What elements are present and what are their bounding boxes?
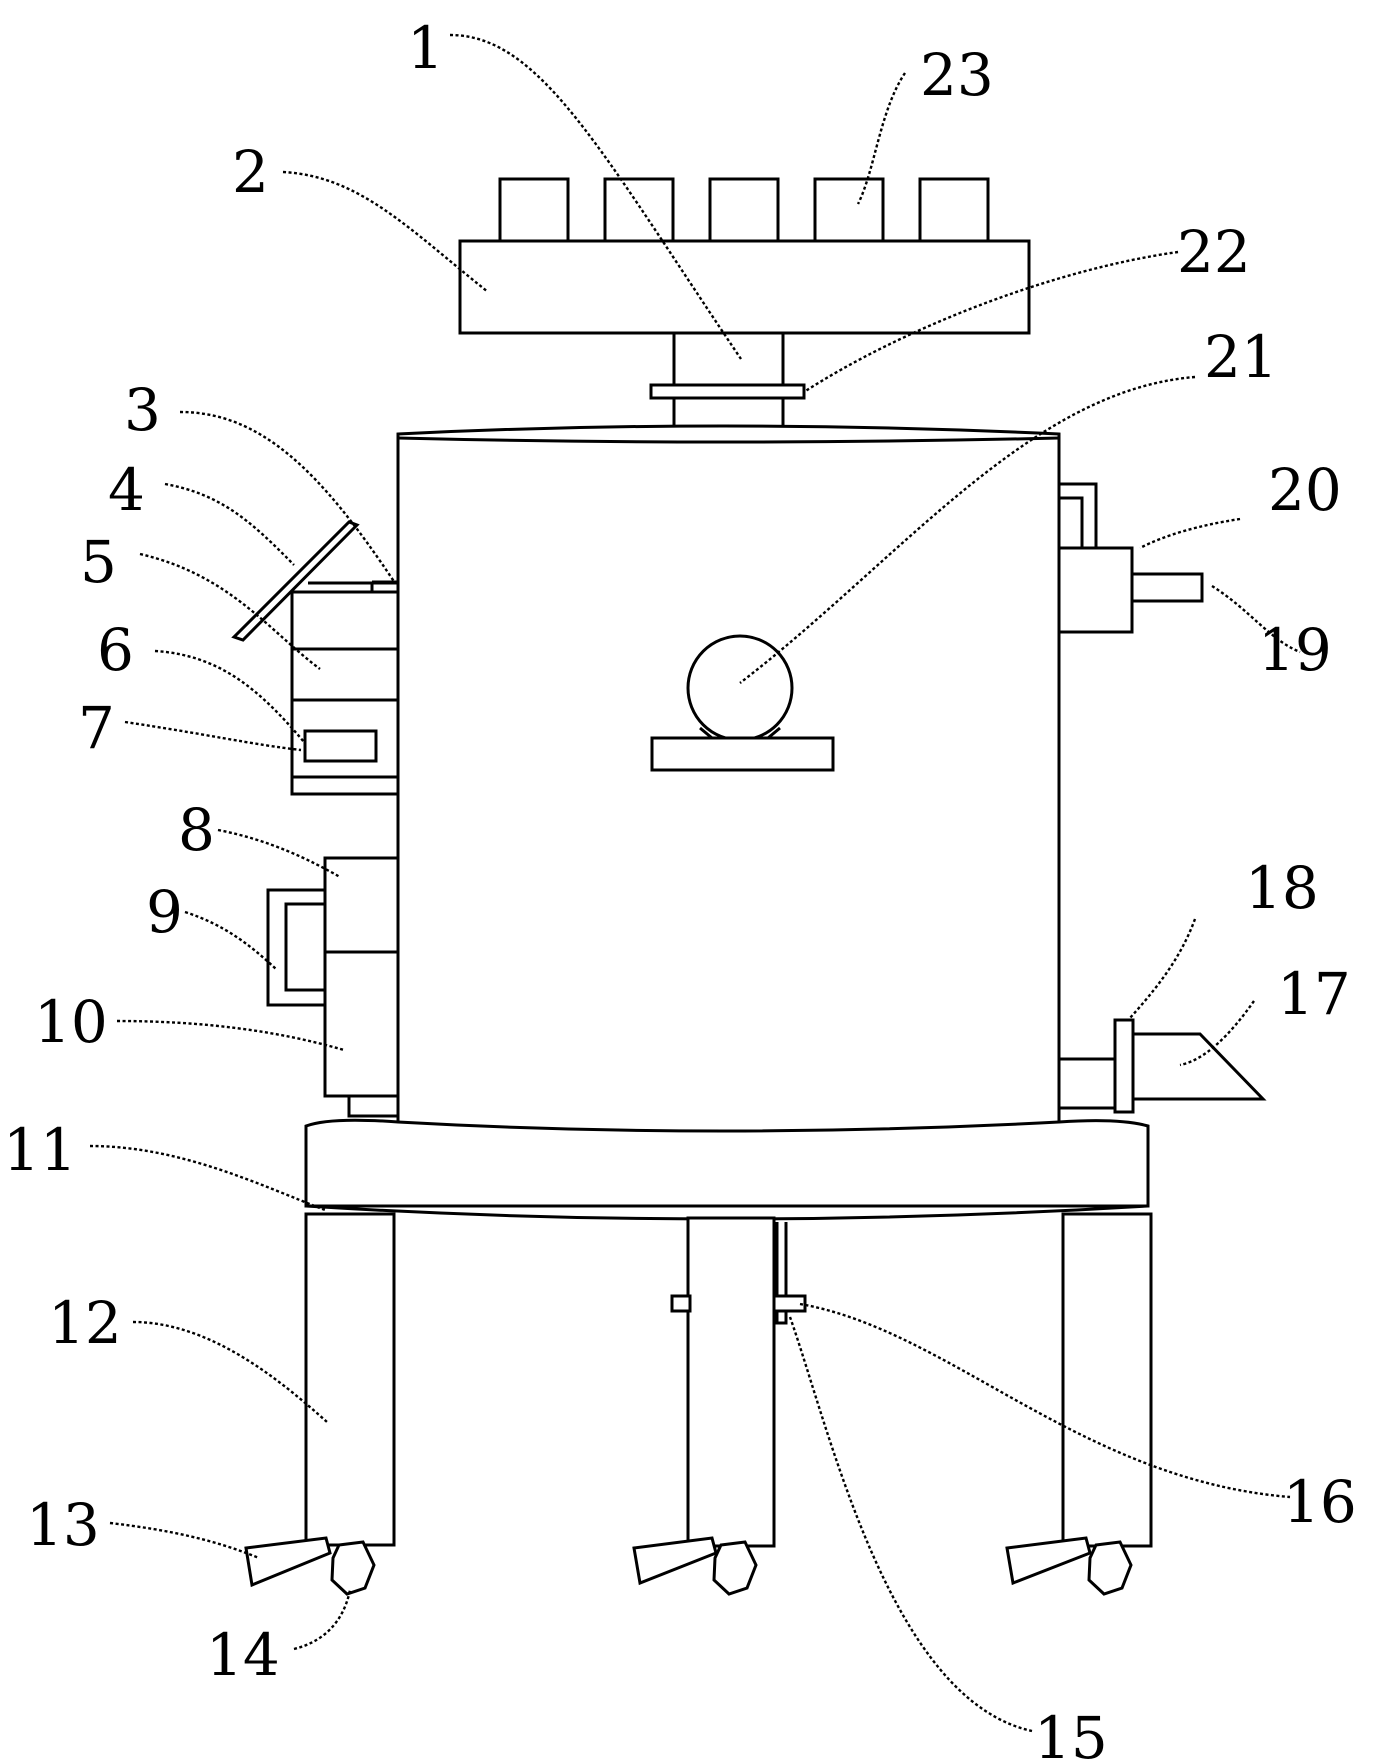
pump-unit <box>1057 482 1204 634</box>
drain-tube <box>670 1222 807 1325</box>
caster-brake <box>632 1536 718 1586</box>
leader-lines <box>89 33 1301 1733</box>
motor-blocks <box>498 177 990 243</box>
callout-23: 23 <box>920 41 994 109</box>
caster-left <box>244 1536 376 1596</box>
viewing-port <box>686 634 794 742</box>
callout-8: 8 <box>178 796 215 864</box>
discharge-valve <box>1113 1018 1135 1114</box>
control-display <box>303 729 378 763</box>
tank-body <box>396 424 1061 1137</box>
caster-brake <box>1005 1536 1092 1586</box>
callout-17: 17 <box>1277 960 1351 1028</box>
callout-7: 7 <box>78 694 115 762</box>
callout-10: 10 <box>34 988 108 1056</box>
support-base <box>304 1118 1150 1221</box>
support-legs <box>304 1212 1153 1548</box>
pump-outlet-pipe <box>1130 572 1204 603</box>
viewing-port-base <box>650 736 835 772</box>
caster-middle <box>632 1536 758 1596</box>
callout-21: 21 <box>1204 323 1278 391</box>
callout-22: 22 <box>1177 218 1251 286</box>
callout-12: 12 <box>48 1289 122 1357</box>
inclined-cover <box>231 520 360 642</box>
side-motor-unit <box>266 856 400 1118</box>
callout-4: 4 <box>108 456 145 524</box>
callout-18: 18 <box>1245 854 1319 922</box>
callout-15: 15 <box>1034 1704 1108 1764</box>
callout-13: 13 <box>26 1491 100 1559</box>
column-flange <box>649 383 806 400</box>
caster-right <box>1005 1536 1133 1596</box>
drain-clamp <box>772 1294 807 1313</box>
callout-6: 6 <box>97 616 134 684</box>
callout-3: 3 <box>124 376 161 444</box>
discharge-spout <box>1131 1032 1267 1101</box>
callout-2: 2 <box>232 138 269 206</box>
discharge-outlet <box>1059 1018 1267 1114</box>
callout-5: 5 <box>80 528 117 596</box>
callout-9: 9 <box>146 878 183 946</box>
callout-labels: 1 2 3 4 5 6 7 8 9 10 11 12 13 14 15 16 1… <box>3 14 1357 1764</box>
callout-19: 19 <box>1258 616 1332 684</box>
callout-11: 11 <box>3 1116 77 1184</box>
callout-1: 1 <box>407 14 444 82</box>
callout-20: 20 <box>1268 456 1342 524</box>
feed-box <box>290 580 400 796</box>
callout-16: 16 <box>1283 1468 1357 1536</box>
top-plate <box>458 239 1031 335</box>
callout-14: 14 <box>206 1621 280 1689</box>
caster-brake <box>244 1536 332 1588</box>
